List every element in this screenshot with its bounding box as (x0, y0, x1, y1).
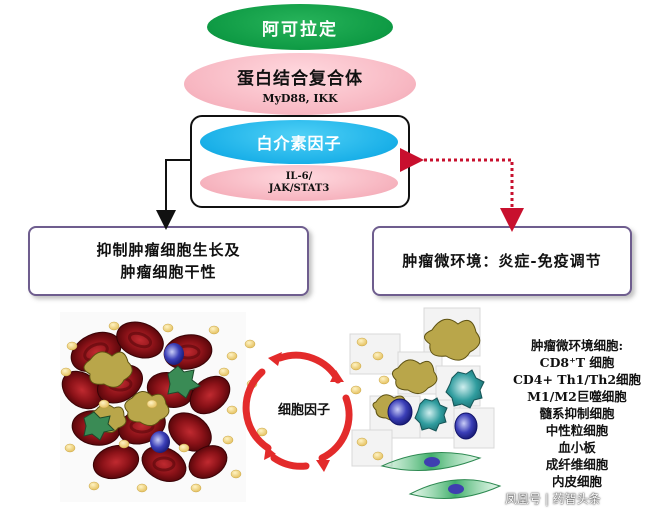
drug-label: 阿可拉定 (262, 19, 338, 40)
tumor-mass-illustration (60, 312, 268, 502)
protein-complex-ellipse: 蛋白结合复合体 MyD88, IKK (184, 53, 416, 115)
tme-cell-list: 肿瘤微环境细胞: CD8⁺T 细胞 CD4+ Th1/Th2细胞 M1/M2巨噬… (502, 337, 652, 490)
pathway-line-2: JAK/STAT3 (268, 183, 330, 194)
tme-list-item: CD8⁺T 细胞 (539, 355, 615, 370)
complex-subtitle: MyD88, IKK (262, 91, 338, 105)
tme-list-title: 肿瘤微环境细胞: (530, 338, 624, 353)
interleukin-ellipse: 白介素因子 (200, 120, 398, 164)
tme-list-item: 内皮细胞 (551, 474, 602, 489)
tme-list-item: 成纤维细胞 (545, 457, 609, 472)
tumor-growth-line-2: 肿瘤细胞干性 (120, 263, 217, 281)
tme-list-item: 中性粒细胞 (545, 423, 609, 438)
watermark: 凤凰号 | 药智头条 (505, 492, 601, 506)
microenvironment-label: 肿瘤微环境：炎症-免疫调节 (402, 252, 602, 270)
drug-ellipse: 阿可拉定 (207, 4, 393, 50)
immune-cell-illustrations (349, 307, 502, 499)
microenvironment-box: 肿瘤微环境：炎症-免疫调节 (372, 226, 632, 296)
tme-list-item: 血小板 (558, 440, 596, 455)
tme-list-item: M1/M2巨噬细胞 (527, 389, 627, 404)
interleukin-title: 白介素因子 (256, 134, 342, 153)
tumor-growth-line-1: 抑制肿瘤细胞生长及 (96, 241, 241, 259)
pathway-line-1: IL-6/ (285, 171, 313, 182)
complex-title: 蛋白结合复合体 (237, 68, 363, 89)
inhibition-arrow (156, 159, 190, 230)
fibroblast-cells (380, 452, 502, 499)
tme-list-item: 髓系抑制细胞 (539, 406, 615, 421)
il6-pathway-ellipse: IL-6/ JAK/STAT3 (200, 165, 398, 201)
tme-list-item: CD4+ Th1/Th2细胞 (512, 372, 642, 387)
tumor-growth-box: 抑制肿瘤细胞生长及 肿瘤细胞干性 (28, 226, 309, 296)
red-cycle-arrows (242, 351, 353, 470)
modulation-dotted-arrow (400, 148, 524, 232)
cytokine-cycle-label: 细胞因子 (269, 399, 339, 421)
cycle-arrowheads (264, 352, 344, 472)
